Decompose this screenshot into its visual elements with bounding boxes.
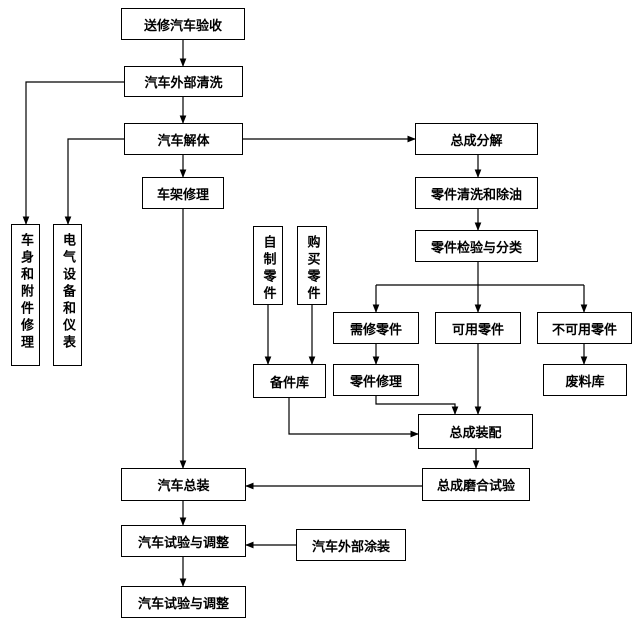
node-vehicle-test: 汽车试验与调整 xyxy=(121,525,246,557)
node-parts-cleaning: 零件清洗和除油 xyxy=(415,177,538,209)
arrow-wash-to-body xyxy=(22,81,124,225)
node-frame-repair: 车架修理 xyxy=(142,177,224,209)
node-disassembly: 汽车解体 xyxy=(124,123,243,155)
arrow-repair-to-assembly xyxy=(375,396,459,415)
node-unusable-parts: 不可用零件 xyxy=(537,312,632,344)
node-subassembly-runin: 总成磨合试验 xyxy=(422,468,530,501)
node-parts-need-repair: 需修零件 xyxy=(333,312,419,344)
node-subassembly: 总成装配 xyxy=(418,414,533,449)
node-subassembly-disassembly: 总成分解 xyxy=(415,123,538,155)
node-selfmade-parts: 自制零件 xyxy=(253,226,283,305)
node-usable-parts: 可用零件 xyxy=(435,312,521,344)
node-body-repair-label: 车身和附件修理 xyxy=(18,233,33,352)
node-body-repair: 车身和附件修理 xyxy=(11,224,40,366)
node-purchased-parts: 购买零件 xyxy=(297,226,327,305)
node-vehicle-assembly: 汽车总装 xyxy=(121,468,246,501)
node-vehicle-test-final: 汽车试验与调整 xyxy=(121,586,246,618)
node-spare-parts-store: 备件库 xyxy=(253,364,326,398)
arrow-spare-to-assembly xyxy=(288,398,419,438)
node-parts-repair: 零件修理 xyxy=(333,364,419,396)
node-parts-inspection: 零件检验与分类 xyxy=(415,230,538,262)
node-electrical-label: 电气设备和仪表 xyxy=(60,233,75,352)
node-selfmade-parts-label: 自制零件 xyxy=(260,235,276,303)
arrow-disassembly-to-electrical xyxy=(64,138,124,225)
node-vehicle-acceptance: 送修汽车验收 xyxy=(121,8,245,40)
node-exterior-painting: 汽车外部涂装 xyxy=(296,529,406,561)
node-electrical: 电气设备和仪表 xyxy=(53,224,82,366)
node-exterior-wash: 汽车外部清洗 xyxy=(124,66,243,97)
node-purchased-parts-label: 购买零件 xyxy=(304,235,320,303)
node-scrap-store: 废料库 xyxy=(543,364,627,396)
